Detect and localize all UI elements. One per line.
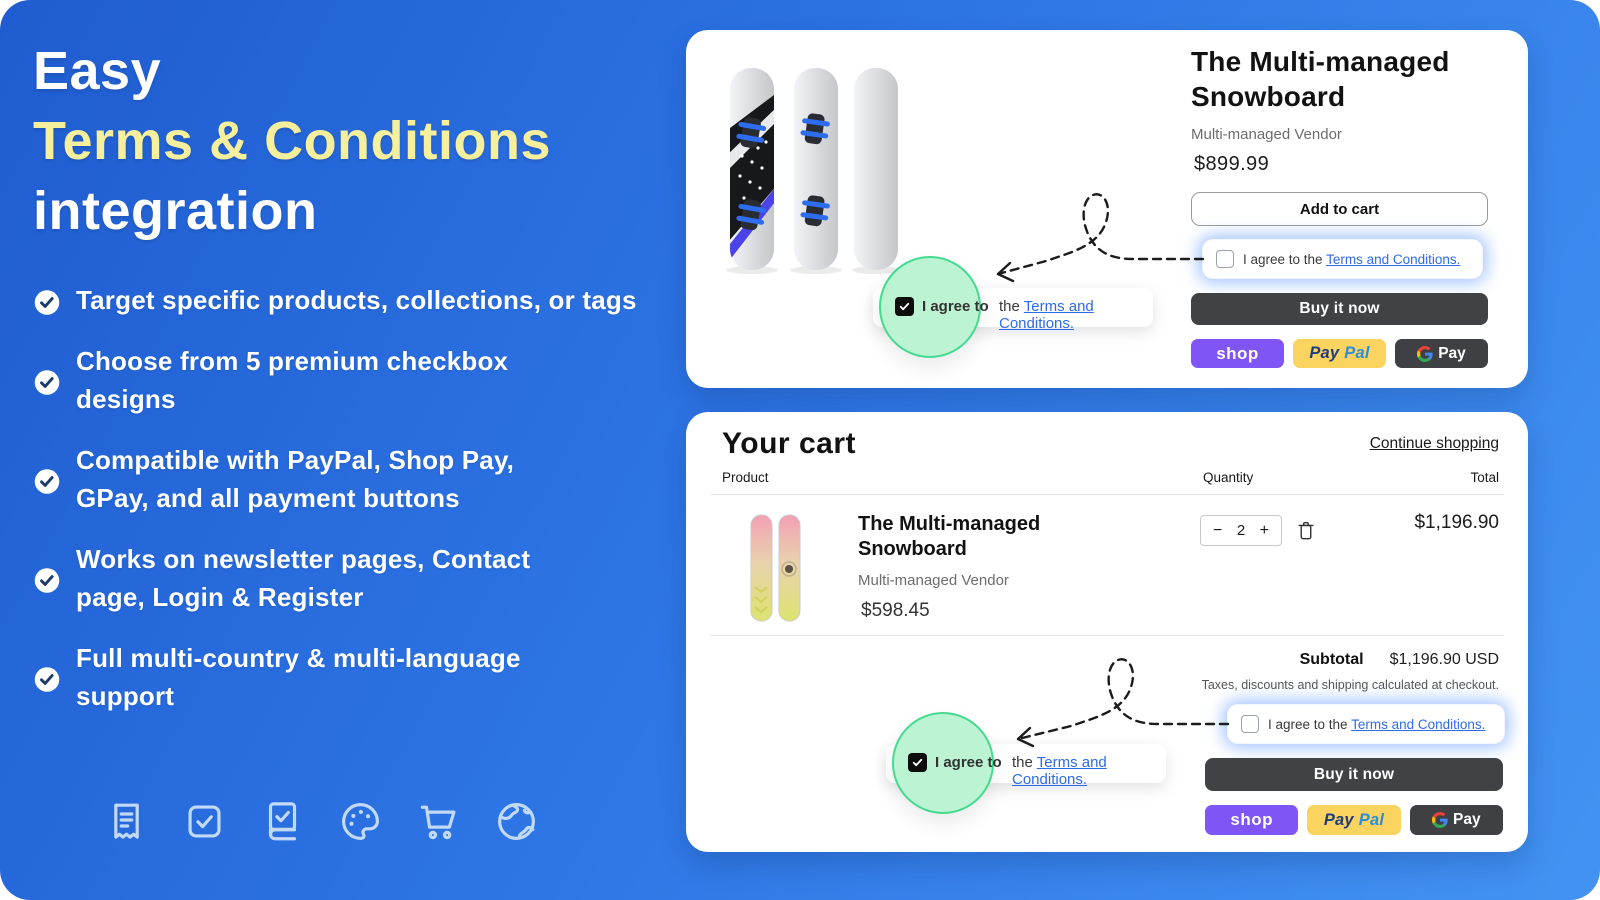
check-circle-icon — [34, 667, 60, 692]
add-to-cart-button[interactable]: Add to cart — [1191, 192, 1488, 226]
terms-link[interactable]: Terms and Conditions. — [1351, 716, 1486, 732]
shop-pay-button[interactable]: shop — [1205, 805, 1299, 835]
cart-item-vendor: Multi-managed Vendor — [858, 572, 1009, 589]
quantity-decrease-button[interactable]: − — [1213, 521, 1223, 539]
palette-icon — [342, 803, 379, 840]
agree-zoom-label: I agree to — [935, 754, 1002, 771]
feature-list: Target specific products, collections, o… — [33, 281, 637, 715]
quantity-increase-button[interactable]: + — [1259, 521, 1269, 539]
divider — [710, 635, 1504, 636]
remove-item-button[interactable] — [1295, 519, 1317, 543]
terms-checkbox[interactable] — [1241, 715, 1259, 733]
agree-checked-content: I agree to — [895, 297, 989, 316]
terms-checkbox[interactable] — [1216, 250, 1234, 268]
agree-zoom-rest: the Terms and Conditions. — [999, 298, 1094, 332]
page-title: Easy Terms & Conditions integration — [33, 36, 551, 246]
feature-text: Target specific products, collections, o… — [76, 285, 637, 315]
continue-shopping-link[interactable]: Continue shopping — [1369, 435, 1499, 452]
feature-text: Full multi-country & multi-language supp… — [76, 643, 521, 711]
magnified-checkbox-highlight: I agree to the Terms and Conditions. — [873, 256, 1165, 360]
check-circle-icon — [34, 568, 60, 593]
checked-checkbox-icon[interactable] — [895, 297, 914, 316]
list-item: Works on newsletter pages, Contact page,… — [33, 540, 637, 616]
check-circle-icon — [34, 370, 60, 395]
subtotal-label: Subtotal — [1299, 651, 1364, 668]
product-price: $899.99 — [1194, 153, 1270, 175]
feature-icon-row — [104, 799, 539, 844]
agree-checked-content: I agree to — [908, 753, 1002, 772]
cart-title: Your cart — [722, 427, 856, 460]
taxes-note: Taxes, discounts and shipping calculated… — [1201, 678, 1499, 692]
list-item: Compatible with PayPal, Shop Pay, GPay, … — [33, 441, 637, 517]
feature-text: Compatible with PayPal, Shop Pay, GPay, … — [76, 445, 515, 513]
cart-item-thumbnail — [750, 514, 801, 622]
agree-text: I agree to the Terms and Conditions. — [1243, 251, 1461, 267]
check-circle-icon — [34, 469, 60, 494]
magnified-checkbox-highlight: I agree to the Terms and Conditions. — [886, 712, 1178, 816]
buy-it-now-button[interactable]: Buy it now — [1205, 758, 1503, 791]
product-vendor: Multi-managed Vendor — [1191, 126, 1342, 143]
subtotal-value: $1,196.90 USD — [1389, 651, 1499, 668]
google-g-icon — [1432, 812, 1448, 828]
subtotal-row: Subtotal $1,196.90 USD — [1300, 651, 1499, 669]
list-item: Full multi-country & multi-language supp… — [33, 639, 637, 715]
title-line-3: integration — [33, 181, 318, 241]
cart-line-total: $1,196.90 — [1414, 512, 1499, 533]
divider — [710, 494, 1504, 495]
trash-icon — [1298, 521, 1314, 540]
product-page-card: The Multi-managed Snowboard Multi-manage… — [686, 30, 1528, 388]
terms-link[interactable]: Terms and Conditions. — [1012, 754, 1107, 788]
column-header-quantity: Quantity — [1203, 470, 1254, 485]
google-g-icon — [1417, 345, 1433, 362]
product-title: The Multi-managed Snowboard — [1191, 46, 1450, 112]
quantity-stepper: − 2 + — [1200, 515, 1282, 546]
terms-agree-row: I agree to the Terms and Conditions. — [1203, 240, 1482, 278]
agree-zoom-rest: the Terms and Conditions. — [1012, 754, 1107, 788]
terms-link[interactable]: Terms and Conditions. — [1326, 251, 1461, 267]
check-circle-icon — [34, 290, 60, 315]
list-item: Target specific products, collections, o… — [33, 281, 637, 319]
agree-zoom-label: I agree to — [922, 298, 989, 315]
title-line-2: Terms & Conditions — [33, 111, 552, 171]
terms-link[interactable]: Terms and Conditions. — [999, 298, 1094, 332]
feature-text: Works on newsletter pages, Contact page,… — [76, 544, 531, 612]
product-image-snowboards — [726, 68, 900, 274]
cart-item-name: The Multi-managed Snowboard — [858, 513, 1041, 560]
cart-page-card: Your cart Continue shopping Product Quan… — [686, 412, 1528, 852]
column-header-product: Product — [722, 470, 769, 485]
checked-checkbox-icon[interactable] — [908, 753, 927, 772]
google-pay-button[interactable]: Pay — [1395, 339, 1488, 368]
title-line-1: Easy — [33, 41, 162, 101]
cart-icon — [420, 805, 456, 840]
buy-it-now-button[interactable]: Buy it now — [1191, 293, 1488, 325]
google-pay-button[interactable]: Pay — [1409, 805, 1503, 835]
checkbox-icon — [188, 805, 221, 838]
agree-text: I agree to the Terms and Conditions. — [1268, 716, 1486, 732]
receipt-icon — [114, 803, 139, 839]
cart-item-price: $598.45 — [861, 600, 930, 621]
book-check-icon — [268, 802, 297, 841]
column-header-total: Total — [1470, 470, 1499, 485]
quantity-value: 2 — [1236, 522, 1246, 539]
globe-icon — [498, 803, 535, 840]
shop-pay-button[interactable]: shop — [1191, 339, 1284, 368]
terms-agree-row: I agree to the Terms and Conditions. — [1228, 705, 1504, 743]
feature-text: Choose from 5 premium checkbox designs — [76, 346, 509, 414]
list-item: Choose from 5 premium checkbox designs — [33, 342, 637, 418]
